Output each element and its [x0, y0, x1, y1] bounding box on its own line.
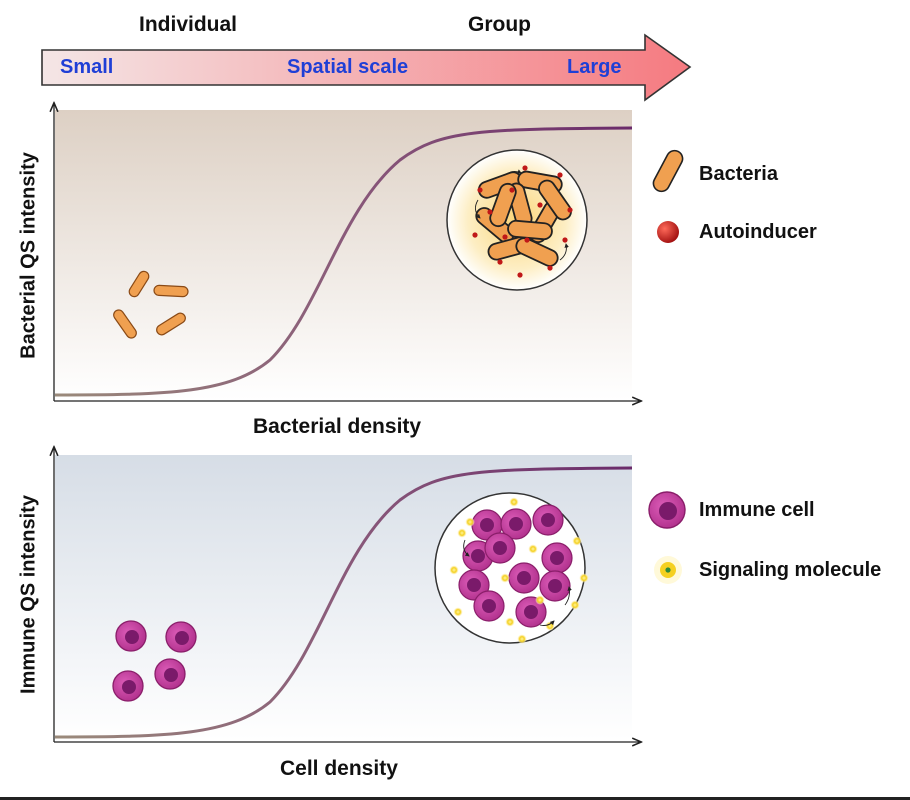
immune-cell-icon [648, 491, 686, 529]
signaling-molecule-icon [654, 556, 682, 584]
legend-immune-cell-label: Immune cell [699, 499, 815, 521]
large-label: Large [567, 56, 622, 78]
scattered-bacteria [113, 270, 189, 339]
bacterial-y-axis-label: Bacterial QS intensity [17, 152, 40, 359]
legend-bacteria-label: Bacteria [699, 163, 778, 185]
bacterium-icon [652, 149, 684, 193]
bacterial-cluster [446, 149, 588, 291]
immune-qs-curve [54, 466, 633, 739]
small-label: Small [60, 56, 114, 78]
bottom-border-line [0, 797, 910, 800]
group-label: Group [468, 13, 531, 36]
immune-cluster [434, 492, 589, 644]
autoinducer-icon [657, 221, 679, 243]
legend-autoinducer-label: Autoinducer [699, 221, 817, 243]
spatial-scale-arrow [41, 33, 692, 102]
bacterial-qs-curve [54, 126, 633, 397]
immune-x-axis-label: Cell density [280, 757, 398, 780]
individual-label: Individual [139, 13, 238, 36]
legend-signaling-molecule-label: Signaling molecule [699, 559, 882, 581]
immune-y-axis-label: Immune QS intensity [17, 495, 40, 694]
bacterial-x-axis-label: Bacterial density [253, 415, 422, 438]
scattered-immune-cells [112, 620, 197, 702]
spatial-scale-label: Spatial scale [287, 56, 409, 78]
